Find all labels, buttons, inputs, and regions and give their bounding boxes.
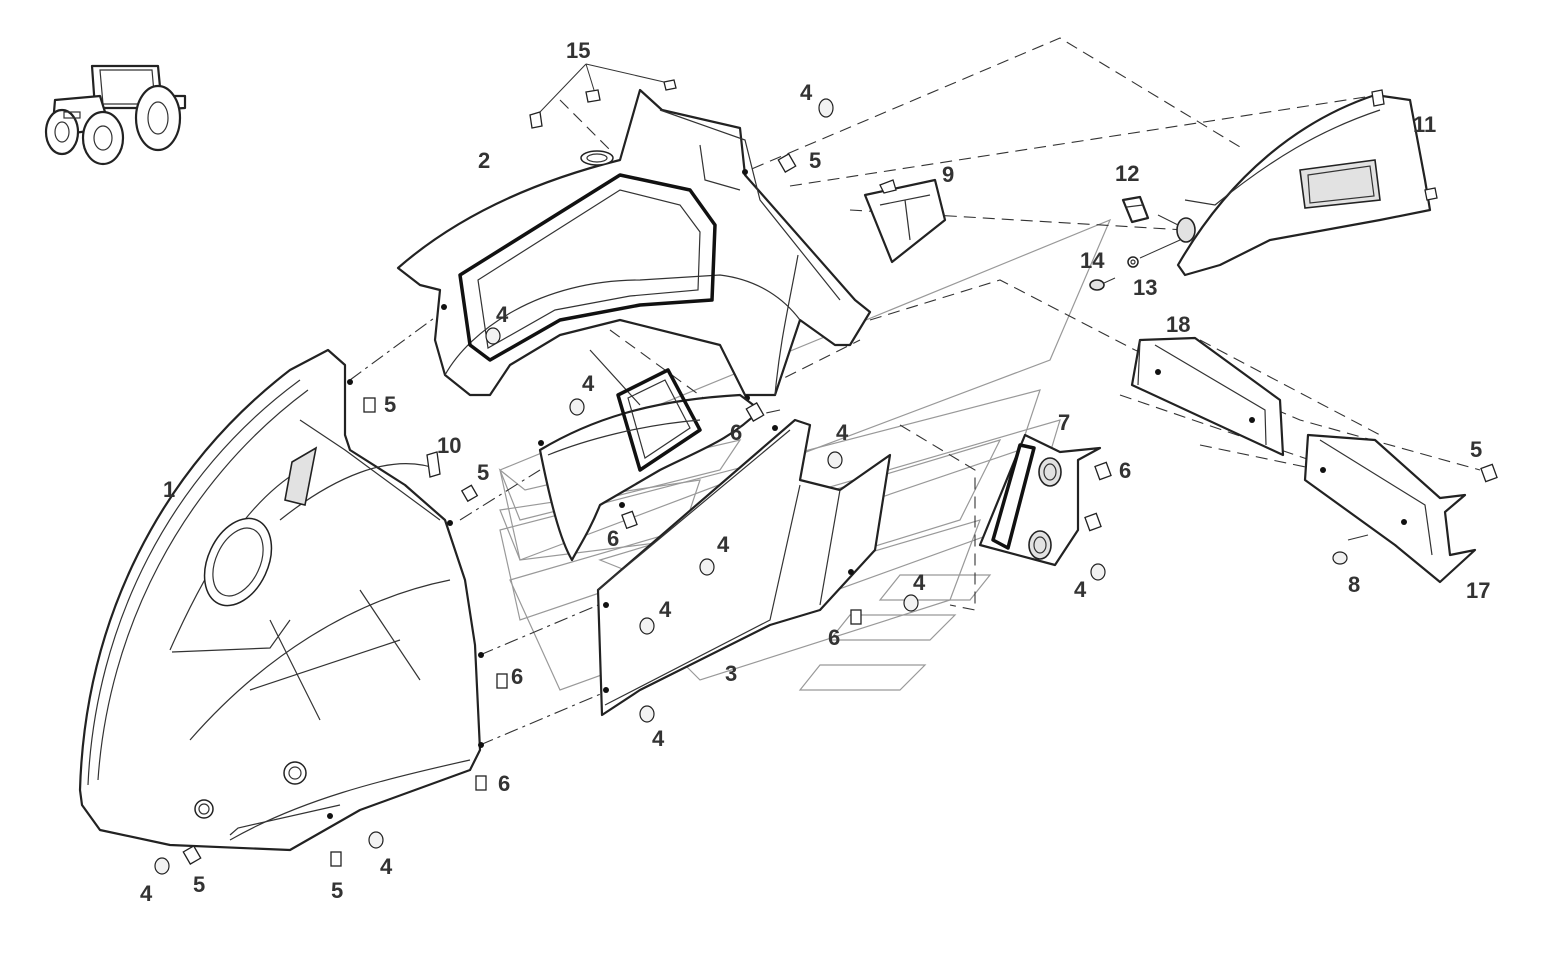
clip-nuts (182, 153, 1498, 867)
callout-5: 5 (809, 148, 821, 173)
leader-lines (539, 63, 1369, 541)
part-9-lid (863, 178, 947, 264)
callout-5: 5 (331, 878, 343, 903)
callout-2: 2 (478, 148, 490, 173)
callout-6: 6 (607, 526, 619, 551)
tractor-icon (44, 64, 187, 166)
part-14-pin (1089, 277, 1116, 291)
callout-8: 8 (1348, 572, 1360, 597)
callout-10: 10 (437, 433, 461, 458)
callout-14: 14 (1080, 248, 1105, 273)
callout-4: 4 (717, 532, 730, 557)
callout-7: 7 (1058, 410, 1070, 435)
callout-4: 4 (496, 302, 509, 327)
screws (154, 98, 1348, 875)
callout-13: 13 (1133, 275, 1157, 300)
part-18-beam (1130, 336, 1285, 457)
callout-18: 18 (1166, 312, 1190, 337)
callout-4: 4 (836, 420, 849, 445)
part-12-latch (1121, 195, 1150, 224)
part-15-clips (529, 79, 677, 129)
callout-4: 4 (380, 854, 393, 879)
callout-6: 6 (730, 420, 742, 445)
part-11-top-cover (1176, 89, 1438, 277)
callout-6: 6 (498, 771, 510, 796)
callout-5: 5 (477, 460, 489, 485)
callout-5: 5 (1470, 437, 1482, 462)
part-2-top-cover (396, 88, 872, 406)
callout-4: 4 (582, 371, 595, 396)
callout-4: 4 (140, 881, 153, 906)
callout-4: 4 (913, 570, 926, 595)
callout-6: 6 (511, 664, 523, 689)
callout-3: 3 (725, 661, 737, 686)
callout-17: 17 (1466, 578, 1490, 603)
part-3-side-panel (596, 418, 892, 717)
callout-11: 11 (1413, 112, 1436, 137)
callout-6: 6 (828, 625, 840, 650)
part-7-bracket (978, 433, 1102, 567)
callout-1: 1 (163, 477, 175, 502)
part-17-beam (1303, 433, 1477, 584)
part-13-washer (1127, 256, 1139, 268)
callout-4: 4 (800, 80, 813, 105)
callout-15: 15 (566, 38, 590, 63)
part-1-fender (78, 348, 484, 852)
callout-12: 12 (1115, 161, 1139, 186)
callout-5: 5 (384, 392, 396, 417)
inner-gasket (538, 368, 762, 562)
callouts: 1 2 3 4 4 4 4 4 4 4 4 4 4 4 4 5 5 5 5 5 … (140, 38, 1490, 906)
callout-4: 4 (659, 597, 672, 622)
callout-4: 4 (652, 726, 665, 751)
callout-6: 6 (1119, 458, 1131, 483)
callout-4: 4 (1074, 577, 1087, 602)
part-10-clip (426, 451, 441, 478)
callout-5: 5 (193, 872, 205, 897)
callout-9: 9 (942, 162, 954, 187)
